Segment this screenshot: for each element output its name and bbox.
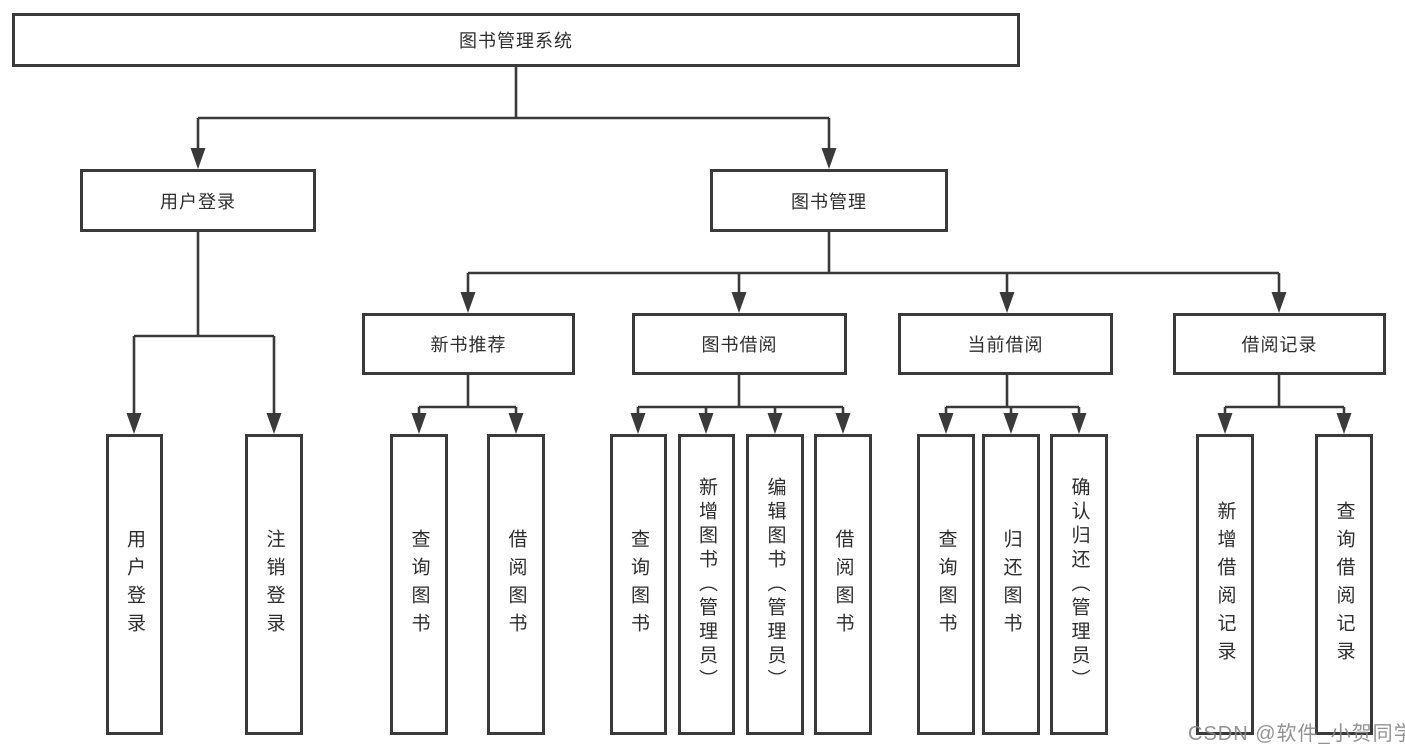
leaf-logout-label: 注销登录	[263, 528, 285, 641]
leaf-user-login-label: 用户登录	[124, 528, 145, 641]
leaf-borrow-query-books: 查询图书	[610, 434, 667, 735]
node-book-borrow: 图书借阅	[632, 313, 847, 375]
node-library-system: 图书管理系统	[12, 13, 1020, 67]
leaf-borrow-borrow-books-label: 借阅图书	[832, 528, 854, 641]
arrowheads	[126, 148, 1352, 434]
node-user-login: 用户登录	[80, 169, 316, 232]
leaf-borrow-edit-books-admin: 编辑图书（管理员）	[746, 434, 804, 735]
node-book-management-label: 图书管理	[791, 191, 867, 212]
leaf-records-query-record: 查询借阅记录	[1315, 434, 1373, 735]
leaf-user-login: 用户登录	[106, 434, 163, 735]
leaf-borrow-query-books-label: 查询图书	[628, 528, 649, 641]
csdn-watermark: CSDN @软件_小贺同学	[1188, 723, 1405, 745]
leaf-borrow-borrow-books: 借阅图书	[814, 434, 872, 735]
leaf-current-confirm-return-admin: 确认归还（管理员）	[1050, 434, 1108, 735]
node-user-login-label: 用户登录	[160, 191, 236, 212]
node-new-book-recommend: 新书推荐	[362, 313, 575, 375]
leaf-borrow-edit-books-admin-label: 编辑图书（管理员）	[764, 476, 786, 693]
node-current-borrow-label: 当前借阅	[967, 335, 1044, 355]
leaf-logout: 注销登录	[245, 434, 303, 735]
leaf-records-add-record-label: 新增借阅记录	[1214, 500, 1236, 669]
leaf-current-return-books-label: 归还图书	[1000, 528, 1022, 641]
leaf-rec-borrow-books: 借阅图书	[487, 434, 545, 735]
leaf-rec-borrow-books-label: 借阅图书	[505, 528, 527, 641]
leaf-borrow-add-books-admin-label: 新增图书（管理员）	[696, 476, 717, 693]
node-borrow-records-label: 借阅记录	[1241, 335, 1318, 355]
node-current-borrow: 当前借阅	[898, 313, 1113, 375]
leaf-records-add-record: 新增借阅记录	[1196, 434, 1254, 735]
node-book-management: 图书管理	[710, 169, 948, 232]
leaf-rec-query-books-label: 查询图书	[408, 528, 430, 641]
node-borrow-records: 借阅记录	[1173, 313, 1386, 375]
node-new-book-recommend-label: 新书推荐	[430, 335, 507, 355]
node-library-system-label: 图书管理系统	[459, 31, 573, 51]
leaf-current-return-books: 归还图书	[982, 434, 1040, 735]
leaf-borrow-add-books-admin: 新增图书（管理员）	[678, 434, 735, 735]
leaf-current-query-books: 查询图书	[917, 434, 975, 735]
leaf-current-query-books-label: 查询图书	[935, 528, 957, 641]
leaf-current-confirm-return-admin-label: 确认归还（管理员）	[1068, 476, 1090, 693]
node-book-borrow-label: 图书借阅	[701, 335, 778, 355]
leaf-rec-query-books: 查询图书	[390, 434, 448, 735]
leaf-records-query-record-label: 查询借阅记录	[1333, 500, 1355, 669]
